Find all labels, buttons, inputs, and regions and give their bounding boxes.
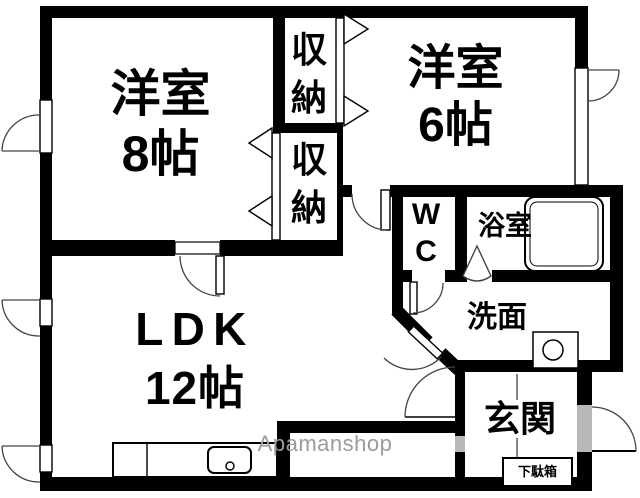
storage-lower-swing-mark xyxy=(247,194,273,228)
window-ldk-west-2 xyxy=(39,444,53,473)
room-label-entrance: 玄関 xyxy=(483,398,556,439)
storage-lower-swing-mark xyxy=(247,126,273,160)
door-room8 xyxy=(174,241,225,297)
door-room6 xyxy=(351,189,391,231)
room-name: LDK xyxy=(135,303,255,355)
storage-doors xyxy=(247,12,370,241)
storage-upper-swing-mark xyxy=(343,12,370,46)
storage-lower-front xyxy=(271,132,281,241)
shoe-cabinet-box xyxy=(502,457,573,487)
window-swings xyxy=(1,69,620,483)
storage-upper-swing-mark xyxy=(343,94,370,128)
window-room8-west xyxy=(39,99,53,154)
walls xyxy=(40,6,623,491)
room-label-bathroom: 浴室 xyxy=(478,211,532,241)
room-size: 8帖 xyxy=(121,126,200,182)
window-swing-room6-east xyxy=(587,69,620,102)
sink-drain xyxy=(225,461,235,471)
room-label-western-6: 洋室 6帖 xyxy=(388,40,523,154)
window-swing-room8-west xyxy=(1,114,41,152)
room-label-storage-upper: 収納 xyxy=(290,29,327,118)
window-room6-east xyxy=(574,67,589,186)
door-wc xyxy=(409,281,444,315)
watermark-apamanshop: Apamanshop xyxy=(257,431,393,456)
room-label-western-8: 洋室 8帖 xyxy=(58,64,263,184)
room-size: 12帖 xyxy=(145,362,245,414)
window-ldk-west-1 xyxy=(39,298,53,327)
storage-upper-front xyxy=(335,17,345,124)
room-size: 6帖 xyxy=(418,99,493,152)
door-bath-folding xyxy=(462,244,492,282)
front-door xyxy=(455,405,637,452)
window-swing-ldk-west-2 xyxy=(1,445,41,483)
door-entrance-hall xyxy=(404,366,456,418)
room-label-wc: WC xyxy=(411,198,441,268)
room-label-storage-lower: 収納 xyxy=(290,139,327,228)
kitchen-counter xyxy=(112,442,278,478)
bathtub xyxy=(524,196,604,272)
washing-machine-pan xyxy=(532,331,579,369)
room-name: 洋室 xyxy=(407,42,504,95)
window-swing-ldk-west-1 xyxy=(1,299,41,337)
door-washroom xyxy=(383,325,444,371)
windows xyxy=(39,67,589,473)
label-shoe-cabinet: 下駄箱 xyxy=(517,464,557,479)
entrance-west-opening xyxy=(455,436,465,452)
room-label-washroom: 洗面 xyxy=(467,301,527,334)
kitchen-sink xyxy=(207,446,252,474)
room-label-ldk: LDK 12帖 xyxy=(95,300,295,418)
room-name: 洋室 xyxy=(110,66,211,122)
